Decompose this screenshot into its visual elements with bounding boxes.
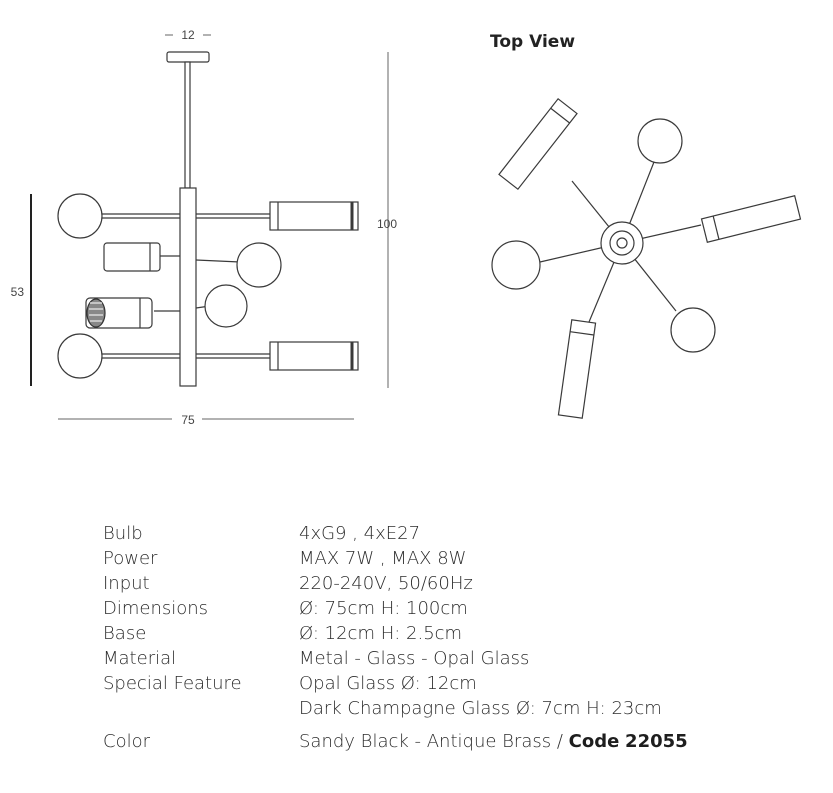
ceiling-canopy <box>166 51 210 63</box>
opal-globe <box>204 284 248 328</box>
technical-drawing: 12 100 53 75 <box>11 28 802 427</box>
spec-row-special-feature-cont: Dark Champagne Glass Ø: 7cm H: 23cm <box>103 696 803 721</box>
cylinder-shade <box>557 319 597 419</box>
spec-value: 4xG9 , 4xE27 <box>299 523 421 544</box>
specification-table: Bulb 4xG9 , 4xE27 Power MAX 7W , MAX 8W … <box>103 521 803 754</box>
spec-row-base: Base Ø: 12cm H: 2.5cm <box>103 621 803 646</box>
spec-key: Material <box>103 648 177 669</box>
opal-globe <box>57 193 103 239</box>
central-body <box>179 187 197 387</box>
spec-row-dimensions: Dimensions Ø: 75cm H: 100cm <box>103 596 803 621</box>
spec-row-input: Input 220-240V, 50/60Hz <box>103 571 803 596</box>
spec-row-power: Power MAX 7W , MAX 8W <box>103 546 803 571</box>
spec-row-material: Material Metal - Glass - Opal Glass <box>103 646 803 671</box>
spec-value: Dark Champagne Glass Ø: 7cm H: 23cm <box>299 698 662 719</box>
spec-value: Opal Glass Ø: 12cm <box>299 673 477 694</box>
top-view <box>491 97 802 419</box>
base-width-label: 12 <box>181 28 195 42</box>
width-label: 75 <box>181 413 195 427</box>
cylinder-shade <box>269 201 359 231</box>
product-code-label: Code <box>568 731 620 752</box>
arm-height-label: 53 <box>11 285 25 299</box>
product-code-value: 22055 <box>625 731 688 752</box>
opal-globe <box>637 118 683 164</box>
spec-key: Input <box>103 573 150 594</box>
dimension-lines: 12 100 53 75 <box>11 28 398 427</box>
suspension-rod <box>184 61 191 189</box>
spec-value: Sandy Black - Antique Brass / Code 22055 <box>299 729 688 754</box>
cylinder-shade <box>498 97 578 191</box>
spec-row-special-feature: Special Feature Opal Glass Ø: 12cm <box>103 671 803 696</box>
spec-key: Dimensions <box>103 598 209 619</box>
spec-value: Ø: 12cm H: 2.5cm <box>299 623 463 644</box>
color-value: Sandy Black - Antique Brass / <box>299 731 569 752</box>
opal-globe <box>670 307 716 353</box>
spec-key: Special Feature <box>103 673 242 694</box>
spec-key: Base <box>103 623 147 644</box>
spec-value: Metal - Glass - Opal Glass <box>299 648 530 669</box>
opal-globe <box>57 333 103 379</box>
cylinder-shade <box>700 195 802 243</box>
height-label: 100 <box>377 217 397 231</box>
opal-globe <box>491 240 541 290</box>
spec-row-color: Color Sandy Black - Antique Brass / Code… <box>103 729 803 754</box>
spec-row-bulb: Bulb 4xG9 , 4xE27 <box>103 521 803 546</box>
cylinder-shade <box>269 341 359 371</box>
front-view <box>57 51 359 387</box>
cylinder-shade <box>103 242 161 272</box>
spec-value: Ø: 75cm H: 100cm <box>299 598 468 619</box>
spec-key: Power <box>103 548 158 569</box>
spec-key: Color <box>103 731 150 752</box>
spec-value: MAX 7W , MAX 8W <box>299 548 467 569</box>
spec-key: Bulb <box>103 523 143 544</box>
spec-value: 220-240V, 50/60Hz <box>299 573 473 594</box>
top-view-title: Top View <box>490 32 576 52</box>
opal-globe <box>236 242 282 288</box>
